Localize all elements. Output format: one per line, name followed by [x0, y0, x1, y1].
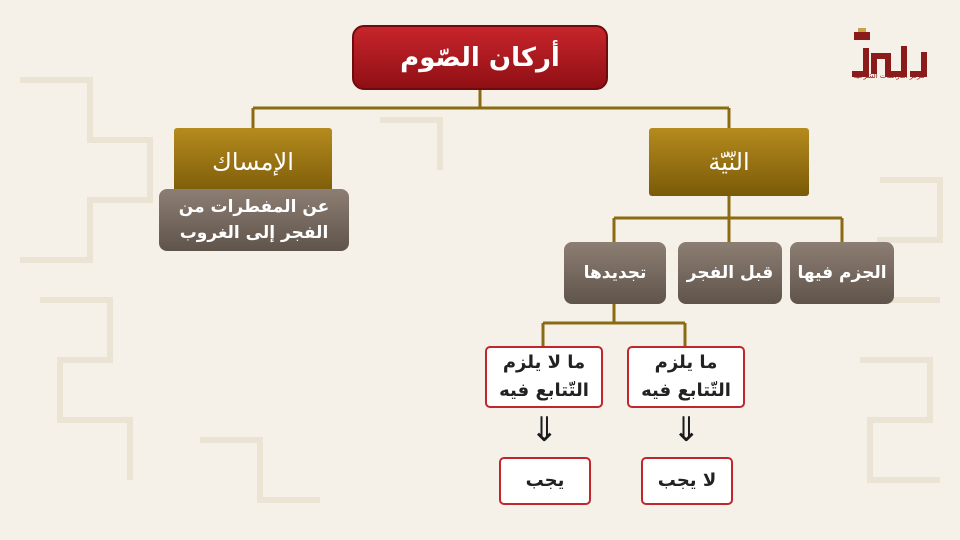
result-label: يجب	[525, 470, 565, 491]
case-line1: ما لا يلزم	[502, 352, 586, 373]
condition-label: قبل الفجر	[686, 263, 774, 283]
root-label: أركان الصّوم	[400, 42, 560, 73]
case-continuity-not-required: ما لا يلزم التّتابع فيه	[485, 346, 603, 408]
niyya-node: النّيّة	[649, 128, 809, 196]
case-line1: ما يلزم	[654, 352, 718, 373]
condition-resolve: الجزم فيها	[790, 242, 894, 304]
result-obligatory: يجب	[499, 457, 591, 505]
case-line2: التّتابع فيه	[499, 380, 589, 401]
double-down-arrow-icon: ⇓	[672, 410, 701, 450]
imsak-description: عن المفطرات من الفجر إلى الغروب	[159, 189, 349, 251]
niyya-label: النّيّة	[708, 148, 750, 176]
root-node: أركان الصّوم	[352, 25, 608, 90]
imsak-node: الإمساك	[174, 128, 332, 196]
niyya-connector	[612, 196, 844, 242]
renewal-connector	[541, 304, 687, 346]
logo-tagline: مركز الدراسات الشرعية	[853, 72, 925, 80]
case-continuity-required: ما يلزم التّتابع فيه	[627, 346, 745, 408]
imsak-label: الإمساك	[212, 148, 294, 176]
case-line2: التّتابع فيه	[641, 380, 731, 401]
condition-label: الجزم فيها	[797, 263, 887, 283]
condition-label: تجديدها	[583, 263, 647, 283]
root-connector	[251, 90, 731, 128]
imsak-desc-line2: الفجر إلى الغروب	[179, 223, 329, 243]
condition-renewal: تجديدها	[564, 242, 666, 304]
imsak-desc-line1: عن المفطرات من	[178, 197, 330, 217]
double-down-arrow-icon: ⇓	[530, 410, 559, 450]
result-label: لا يجب	[657, 470, 717, 491]
condition-before-dawn: قبل الفجر	[678, 242, 782, 304]
result-not-obligatory: لا يجب	[641, 457, 733, 505]
logo-icon	[852, 28, 927, 77]
